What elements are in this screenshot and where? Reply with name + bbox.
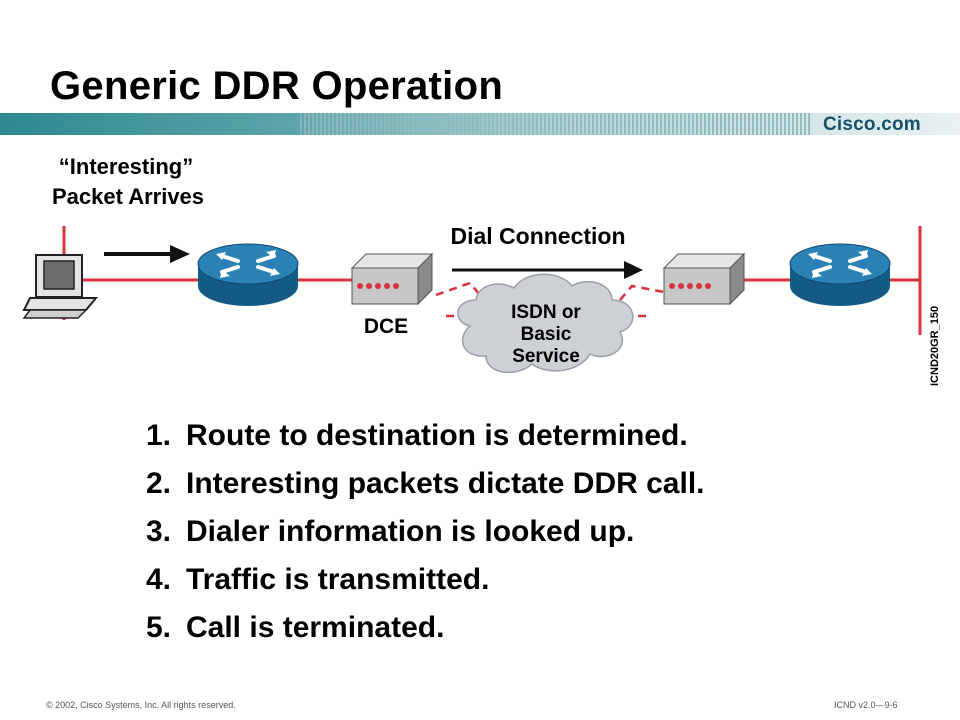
slide-title: Generic DDR Operation [50, 64, 504, 108]
dce-modem-left [350, 252, 434, 306]
footer-course: ICND v2.0—9-6 [834, 700, 898, 710]
router-icon-left [197, 243, 299, 306]
interesting-label-line2: Packet Arrives [52, 184, 204, 209]
step-text: Route to destination is determined. [186, 419, 688, 452]
pc-icon [22, 254, 99, 319]
step-number: 1. [146, 419, 172, 452]
step-number: 4. [146, 563, 172, 596]
dce-modem-right [662, 252, 746, 306]
cloud-label-line2: Basic [521, 324, 572, 345]
list-item: 3. Dialer information is looked up. [146, 508, 705, 556]
step-number: 2. [146, 467, 172, 500]
step-text: Call is terminated. [186, 611, 445, 644]
interesting-label-line1: “Interesting” [59, 154, 193, 179]
list-item: 2. Interesting packets dictate DDR call. [146, 460, 705, 508]
step-text: Traffic is transmitted. [186, 563, 490, 596]
header-band [0, 113, 960, 135]
isdn-cloud [457, 273, 634, 374]
figure-id: ICND20GR_150 [929, 306, 941, 386]
router-icon-right [789, 243, 891, 306]
cisco-logo: Cisco.com [823, 114, 921, 135]
dial-arrow-icon [452, 261, 643, 279]
step-number: 5. [146, 611, 172, 644]
ddr-diagram: “Interesting” Packet Arrives DCE Dial Co… [22, 154, 941, 386]
dial-connection-label: Dial Connection [450, 223, 625, 249]
list-item: 5. Call is terminated. [146, 604, 705, 652]
cloud-label-line1: ISDN or [511, 302, 581, 323]
footer-copyright: © 2002, Cisco Systems, Inc. All rights r… [46, 700, 236, 710]
step-text: Interesting packets dictate DDR call. [186, 467, 705, 500]
list-item: 1. Route to destination is determined. [146, 412, 705, 460]
step-number: 3. [146, 515, 172, 548]
cloud-label-line3: Service [512, 346, 580, 367]
step-text: Dialer information is looked up. [186, 515, 635, 548]
arrow-right-icon [104, 245, 190, 263]
dce-label: DCE [364, 315, 408, 338]
steps-list: 1. Route to destination is determined. 2.… [146, 412, 705, 652]
dial-link-right [619, 284, 665, 301]
list-item: 4. Traffic is transmitted. [146, 556, 705, 604]
